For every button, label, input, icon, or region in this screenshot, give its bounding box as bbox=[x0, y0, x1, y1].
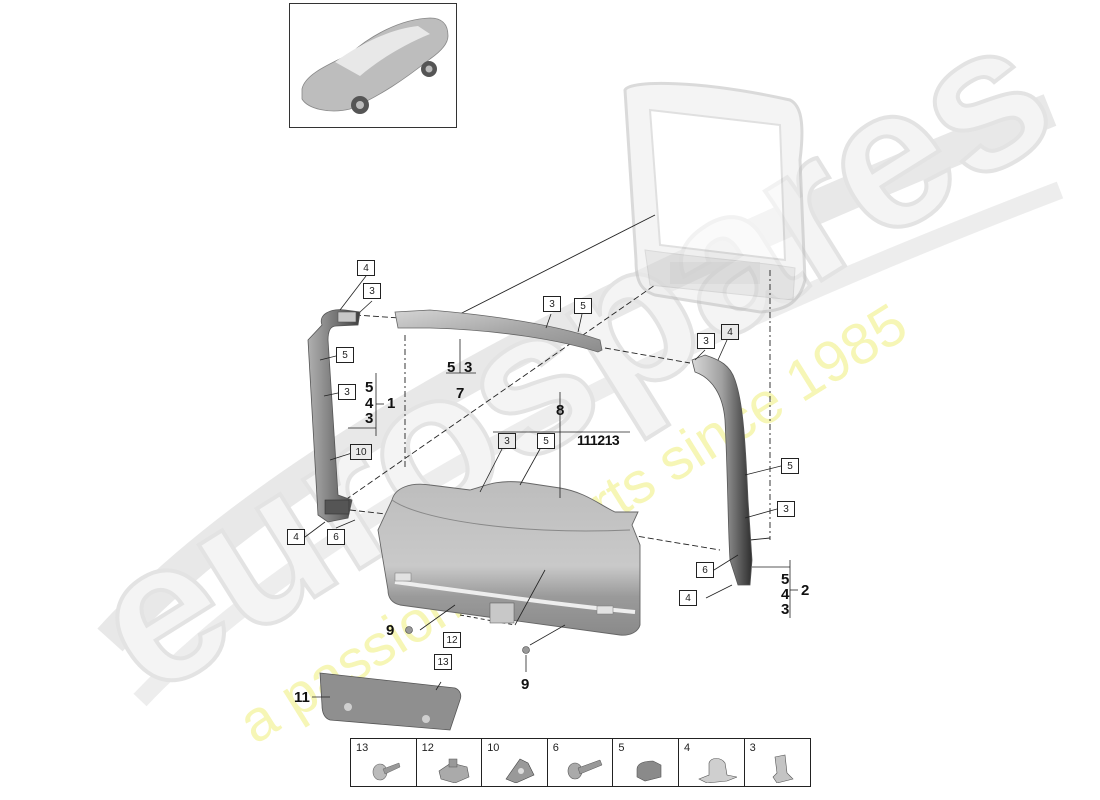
callout-right-pillar-5[interactable]: 5 bbox=[781, 458, 799, 474]
legend-number: 3 bbox=[749, 742, 756, 754]
cover-trim-drawing bbox=[319, 672, 462, 731]
spring-clip-icon bbox=[698, 758, 737, 783]
callout-left-pillar-bottom-6[interactable]: 6 bbox=[327, 529, 345, 545]
bolt-icon bbox=[567, 759, 603, 780]
legend-item-10[interactable]: 10 bbox=[482, 739, 548, 786]
group2-item-4: 4 bbox=[781, 586, 790, 603]
screw-drawing bbox=[405, 626, 413, 634]
legend-item-12[interactable]: 12 bbox=[417, 739, 483, 786]
fir-tree-clip-icon bbox=[772, 754, 794, 783]
callout-panel-3[interactable]: 3 bbox=[498, 433, 516, 449]
callout-right-pillar-3[interactable]: 3 bbox=[777, 501, 795, 517]
group8-label[interactable]: 8 bbox=[556, 402, 565, 419]
callout-top-rail-3[interactable]: 3 bbox=[543, 296, 561, 312]
group2-label[interactable]: 2 bbox=[801, 582, 810, 599]
callout-right-pillar-bottom-6[interactable]: 6 bbox=[696, 562, 714, 578]
group8-extra: 111213 bbox=[577, 432, 620, 448]
cover-11-label[interactable]: 11 bbox=[294, 689, 310, 706]
group7-item-3: 3 bbox=[464, 359, 473, 376]
retainer-clip-icon bbox=[505, 758, 535, 783]
group1-label[interactable]: 1 bbox=[387, 395, 396, 412]
leader-lines bbox=[337, 214, 771, 626]
screw-9-left[interactable]: 9 bbox=[386, 622, 395, 639]
legend-number: 5 bbox=[618, 742, 625, 754]
callout-right-pillar-top-3[interactable]: 3 bbox=[697, 333, 715, 349]
callout-bottom-13[interactable]: 13 bbox=[434, 654, 452, 670]
screw-drawing bbox=[522, 646, 530, 654]
group1-item-4: 4 bbox=[365, 395, 374, 412]
legend-item-13[interactable]: 13 bbox=[351, 739, 417, 786]
legend-number: 12 bbox=[421, 742, 434, 754]
legend-number: 6 bbox=[552, 742, 559, 754]
right-pillar-trim-drawing bbox=[691, 354, 753, 586]
callout-top-rail-5[interactable]: 5 bbox=[574, 298, 592, 314]
callout-right-pillar-top-4[interactable]: 4 bbox=[721, 324, 739, 340]
callout-left-pillar-top-3[interactable]: 3 bbox=[363, 283, 381, 299]
legend-item-3[interactable]: 3 bbox=[745, 739, 811, 786]
group1-item-5: 5 bbox=[365, 379, 374, 396]
car-overview-icon bbox=[301, 17, 449, 114]
callout-left-pillar-3[interactable]: 3 bbox=[338, 384, 356, 400]
legend-number: 4 bbox=[683, 742, 691, 754]
group7-item-5: 5 bbox=[447, 359, 456, 376]
legend-number: 10 bbox=[487, 742, 500, 754]
tailgate-lower-panel-drawing bbox=[377, 481, 641, 636]
fastener-legend: 13 12 10 6 bbox=[350, 738, 812, 787]
top-rail-trim-drawing bbox=[394, 309, 603, 353]
watermark-brand: eurospares a passion for parts since 198… bbox=[53, 0, 1090, 756]
group1-item-3: 3 bbox=[365, 410, 374, 427]
vehicle-thumbnail bbox=[289, 3, 457, 128]
tailgate-frame-drawing bbox=[623, 81, 807, 314]
group2-item-5: 5 bbox=[781, 571, 790, 588]
legend-number: 13 bbox=[356, 742, 369, 754]
legend-item-5[interactable]: 5 bbox=[613, 739, 679, 786]
callout-left-pillar-5[interactable]: 5 bbox=[336, 347, 354, 363]
group7-label[interactable]: 7 bbox=[456, 385, 465, 402]
callout-panel-5[interactable]: 5 bbox=[537, 433, 555, 449]
callout-bottom-12[interactable]: 12 bbox=[443, 632, 461, 648]
damper-pad-icon bbox=[637, 760, 662, 782]
callout-left-pillar-bottom-4[interactable]: 4 bbox=[287, 529, 305, 545]
clip-bracket-icon bbox=[438, 758, 469, 783]
legend-item-6[interactable]: 6 bbox=[548, 739, 614, 786]
callout-left-pillar-top-4[interactable]: 4 bbox=[357, 260, 375, 276]
legend-item-4[interactable]: 4 bbox=[679, 739, 745, 786]
callout-left-pillar-10[interactable]: 10 bbox=[350, 444, 372, 460]
group2-item-3: 3 bbox=[781, 601, 790, 618]
screw-9-bottom[interactable]: 9 bbox=[521, 676, 530, 693]
callout-leaders bbox=[304, 275, 798, 698]
callout-right-pillar-bottom-4[interactable]: 4 bbox=[679, 590, 697, 606]
screw-washer-icon bbox=[372, 762, 401, 781]
left-pillar-trim-drawing bbox=[307, 309, 361, 523]
